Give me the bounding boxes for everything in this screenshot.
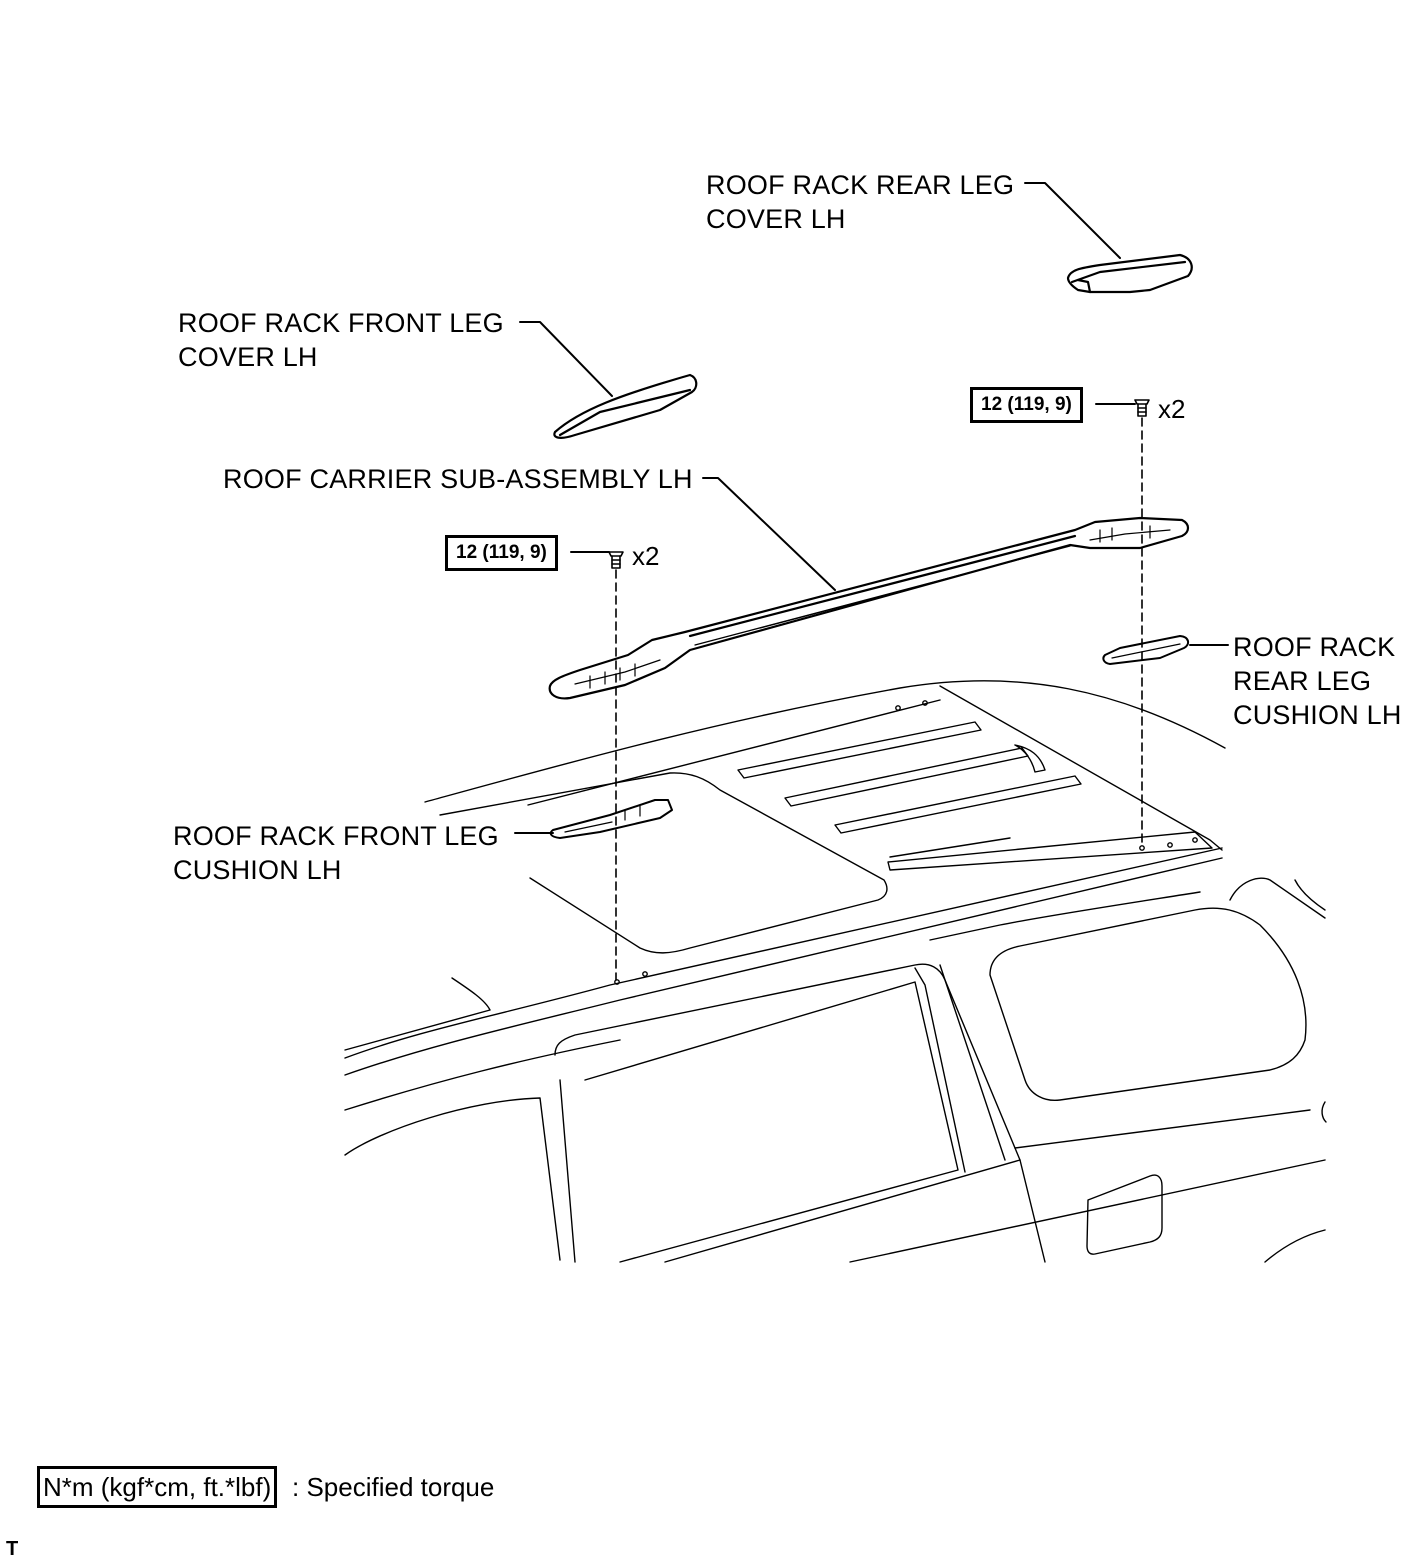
rear-leg-cushion-label-line: ROOF RACK (1233, 632, 1396, 662)
legend-description: : Specified torque (292, 1472, 495, 1502)
legend-unit-box: N*m (kgf*cm, ft.*lbf) (37, 1466, 278, 1508)
front-leg-cushion-shape (549, 799, 673, 839)
bolt-icon (608, 399, 1150, 569)
rear-leg-cover-label-line: ROOF RACK REAR LEG (706, 170, 1015, 200)
install-guide-lines (615, 417, 1143, 981)
front-leg-cushion-label-line: CUSHION LH (173, 855, 342, 885)
front-bolt-quantity: x2 (632, 541, 660, 571)
rear-torque-spec: 12 (119, 9) (970, 387, 1083, 423)
vehicle-body-outline (344, 680, 1327, 1263)
rear-leg-cushion-label-line: REAR LEG (1233, 666, 1372, 696)
front-leg-cover-label-line: ROOF RACK FRONT LEG (178, 308, 504, 338)
rear-leg-cushion-label: ROOF RACK REAR LEG CUSHION LH (1233, 630, 1402, 732)
front-leg-cushion-label-line: ROOF RACK FRONT LEG (173, 821, 499, 851)
rear-leg-cover-shape (1066, 253, 1193, 294)
roof-carrier-rail (548, 516, 1190, 700)
carrier-label: ROOF CARRIER SUB-ASSEMBLY LH (223, 464, 693, 494)
front-torque-spec: 12 (119, 9) (445, 535, 558, 571)
corner-mark: T (6, 1538, 19, 1560)
rear-leg-cushion-shape (1102, 635, 1190, 665)
front-leg-cushion-label: ROOF RACK FRONT LEG CUSHION LH (173, 819, 499, 887)
front-leg-cover-label-line: COVER LH (178, 342, 318, 372)
rear-bolt-quantity: x2 (1158, 394, 1186, 424)
front-leg-cover-label: ROOF RACK FRONT LEG COVER LH (178, 306, 504, 374)
rear-leg-cover-label-line: COVER LH (706, 204, 846, 234)
rear-leg-cover-label: ROOF RACK REAR LEG COVER LH (706, 168, 1014, 236)
rear-leg-cushion-label-line: CUSHION LH (1233, 700, 1402, 730)
leader-lines (514, 182, 1229, 834)
front-leg-cover-shape (553, 373, 698, 439)
